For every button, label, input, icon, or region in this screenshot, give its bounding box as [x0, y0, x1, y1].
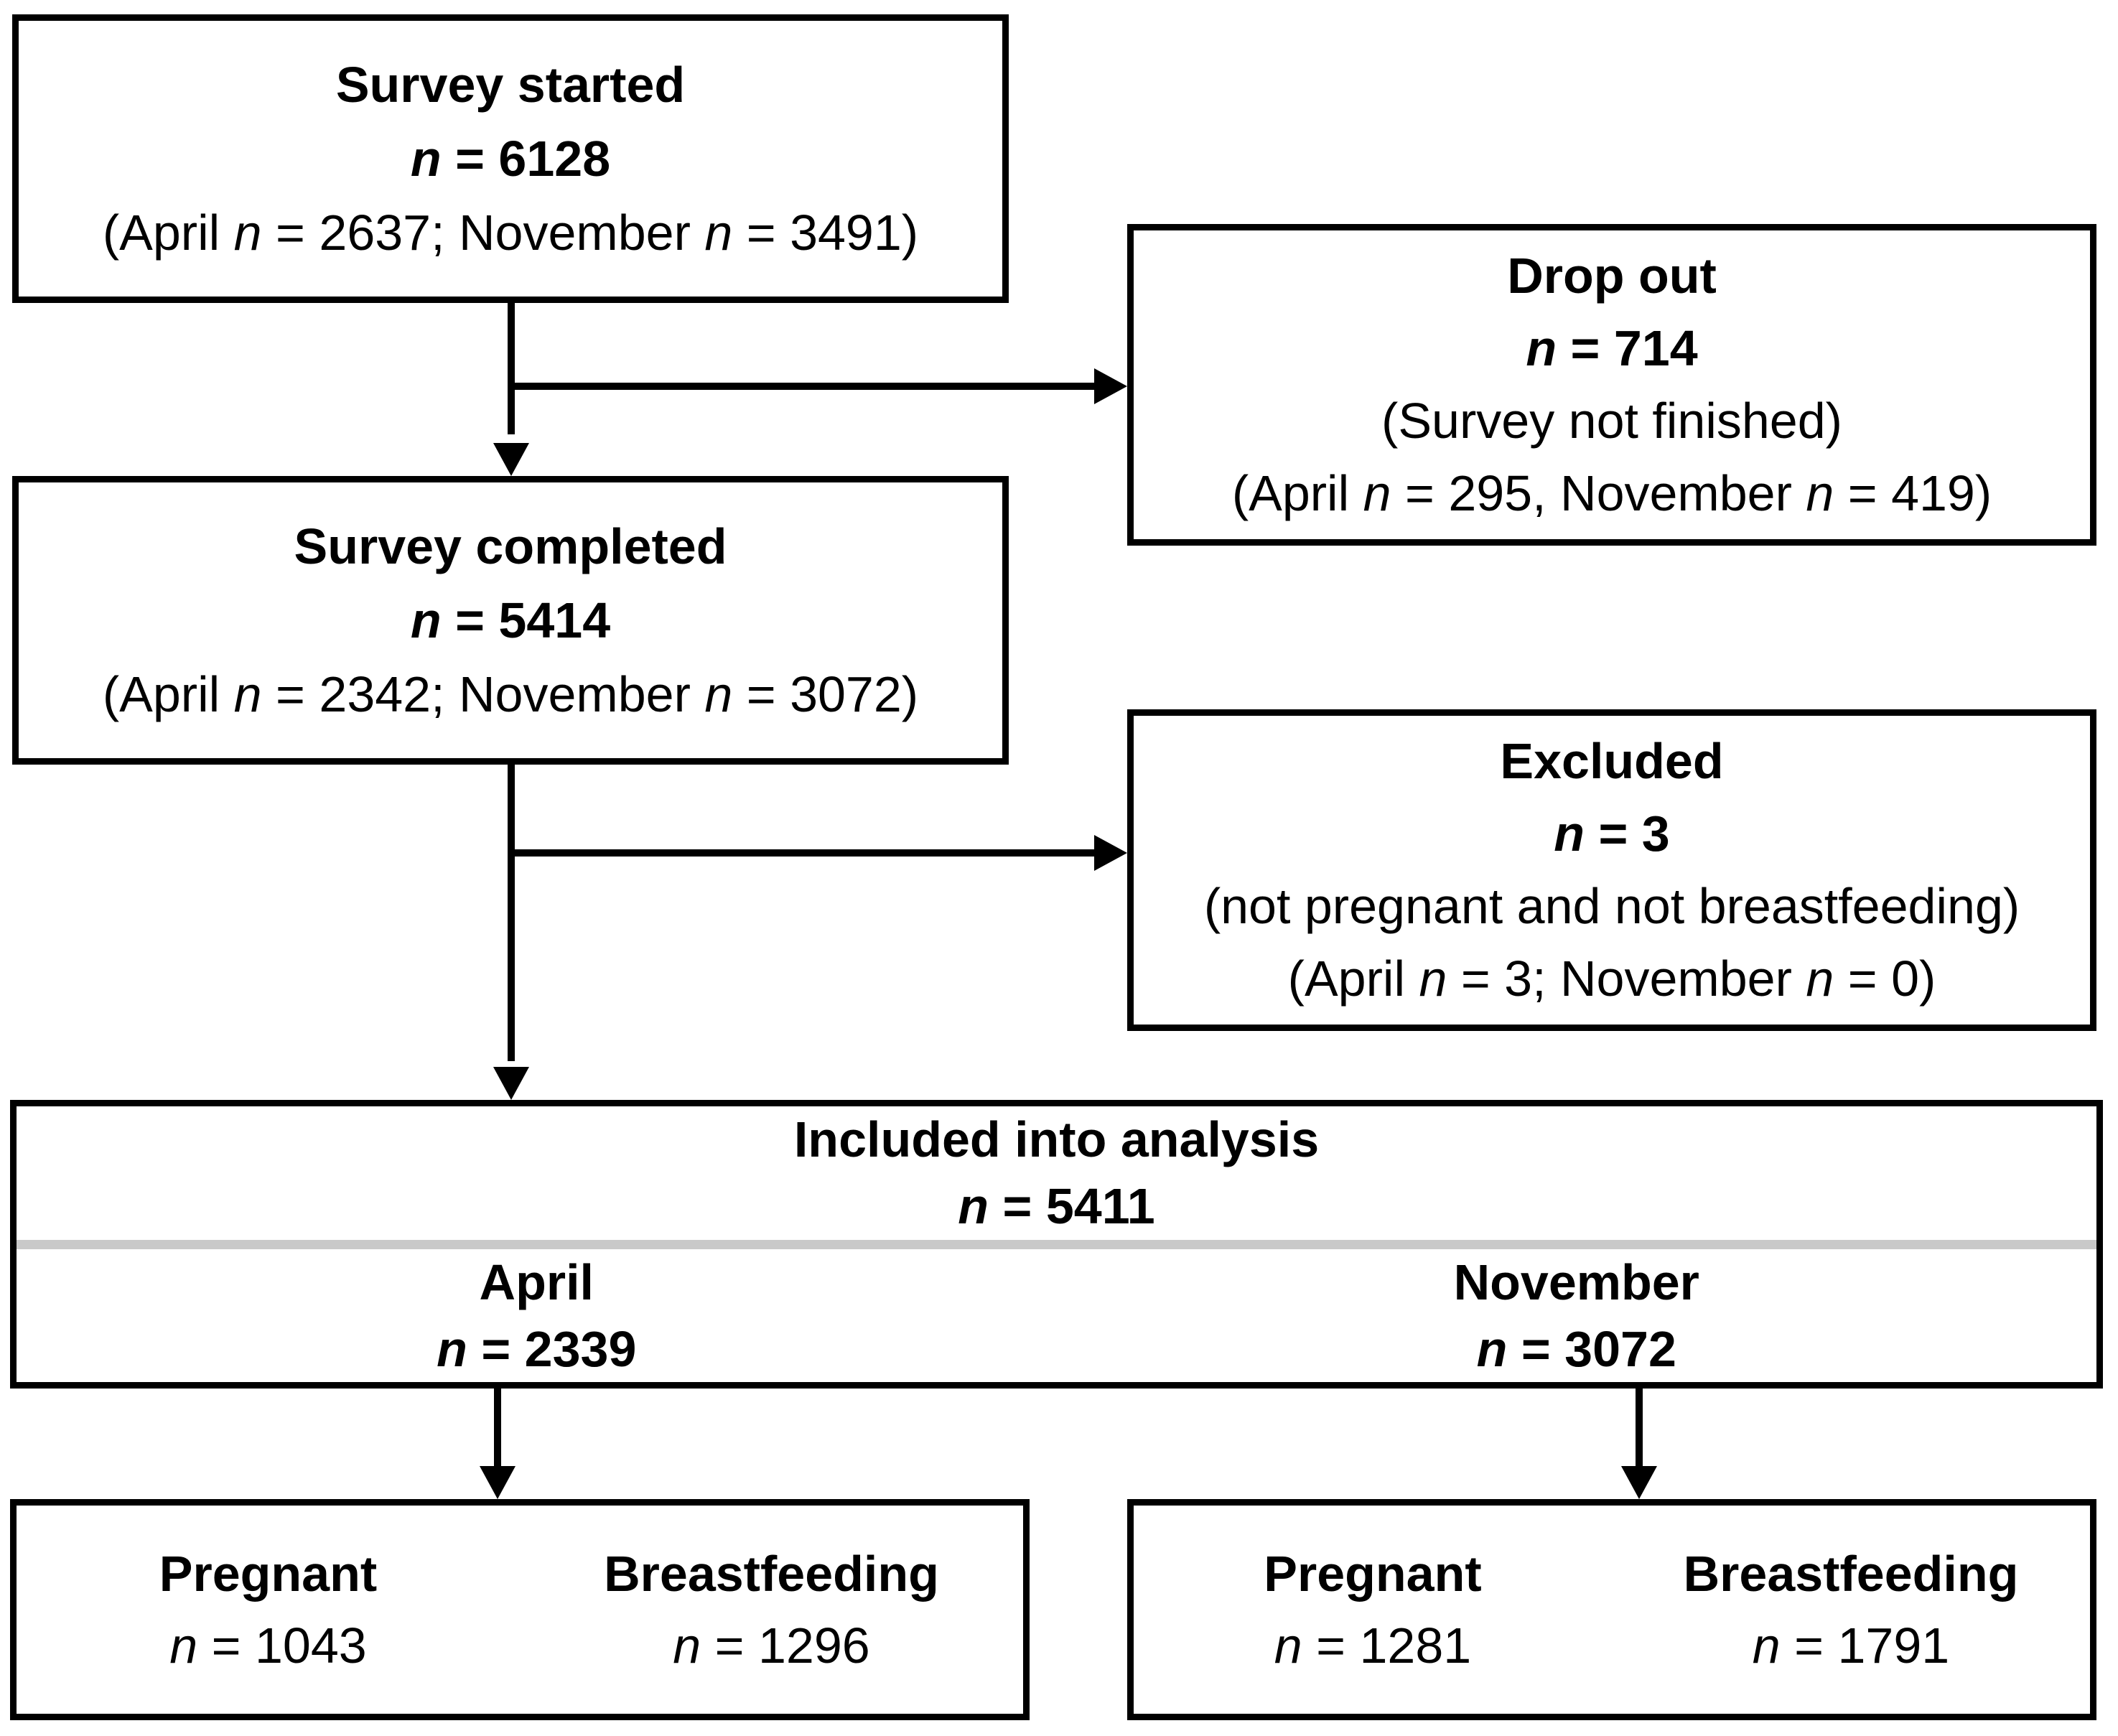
- column-april: April n = 2339: [17, 1249, 1057, 1383]
- reason-line: (Survey not finished): [1381, 393, 1842, 449]
- n-count: n = 5411: [958, 1178, 1155, 1234]
- column-n-count: n = 1296: [673, 1618, 870, 1674]
- column-n-count: n = 1043: [169, 1618, 367, 1674]
- column-label: Breastfeeding: [604, 1546, 939, 1602]
- included-summary: Included into analysis n = 5411: [17, 1106, 2096, 1240]
- n-count: n = 6128: [410, 130, 611, 187]
- detail-line: (April n = 2637; November n = 3491): [102, 204, 919, 261]
- column-pregnant: Pregnant n = 1043: [17, 1538, 520, 1681]
- column-n-count: n = 2339: [437, 1321, 637, 1377]
- column-n-count: n = 1791: [1752, 1618, 1950, 1674]
- arrowhead-right-icon: [1094, 368, 1127, 404]
- column-breastfeeding: Breastfeeding n = 1296: [520, 1538, 1023, 1681]
- box-survey-started: Survey started n = 6128 (April n = 2637;…: [12, 14, 1009, 303]
- box-excluded: Excluded n = 3 (not pregnant and not bre…: [1127, 709, 2096, 1031]
- n-count: n = 714: [1526, 320, 1698, 376]
- box-drop-out: Drop out n = 714 (Survey not finished) (…: [1127, 224, 2096, 546]
- included-columns: April n = 2339 November n = 3072: [17, 1249, 2096, 1383]
- connector-included-to-april: [494, 1386, 501, 1470]
- column-label: November: [1453, 1254, 1699, 1310]
- connector-to-drop-out: [508, 383, 1098, 390]
- arrowhead-down-icon: [493, 443, 529, 476]
- arrowhead-down-icon: [493, 1067, 529, 1100]
- column-november: November n = 3072: [1057, 1249, 2097, 1383]
- detail-line: (April n = 2342; November n = 3072): [102, 666, 919, 722]
- column-label: Pregnant: [159, 1546, 378, 1602]
- box-title: Survey started: [335, 56, 686, 113]
- column-pregnant: Pregnant n = 1281: [1134, 1538, 1612, 1681]
- box-title: Excluded: [1500, 733, 1724, 789]
- column-n-count: n = 1281: [1274, 1618, 1472, 1674]
- connector-included-to-november: [1636, 1386, 1643, 1470]
- arrowhead-right-icon: [1094, 835, 1127, 871]
- box-title: Included into analysis: [793, 1111, 1320, 1167]
- detail-line: (April n = 3; November n = 0): [1287, 951, 1936, 1007]
- column-label: Breastfeeding: [1683, 1546, 2019, 1602]
- column-breastfeeding: Breastfeeding n = 1791: [1612, 1538, 2090, 1681]
- box-april-outcomes: Pregnant n = 1043 Breastfeeding n = 1296: [10, 1499, 1030, 1720]
- connector-survey-completed-down: [508, 763, 515, 1061]
- box-november-outcomes: Pregnant n = 1281 Breastfeeding n = 1791: [1127, 1499, 2096, 1720]
- box-title: Drop out: [1507, 248, 1717, 304]
- n-count: n = 3: [1554, 806, 1670, 862]
- arrowhead-down-icon: [480, 1466, 515, 1499]
- arrowhead-down-icon: [1621, 1466, 1657, 1499]
- connector-survey-started-down: [508, 302, 515, 434]
- box-survey-completed: Survey completed n = 5414 (April n = 234…: [12, 476, 1009, 765]
- column-n-count: n = 3072: [1476, 1321, 1676, 1377]
- detail-line: (April n = 295, November n = 419): [1231, 465, 1992, 521]
- column-label: Pregnant: [1264, 1546, 1482, 1602]
- n-count: n = 5414: [410, 592, 611, 648]
- divider: [17, 1240, 2096, 1249]
- column-label: April: [479, 1254, 594, 1310]
- box-included-into-analysis: Included into analysis n = 5411 April n …: [10, 1100, 2103, 1389]
- box-title: Survey completed: [294, 518, 727, 574]
- reason-line: (not pregnant and not breastfeeding): [1203, 878, 2020, 934]
- connector-to-excluded: [508, 849, 1098, 857]
